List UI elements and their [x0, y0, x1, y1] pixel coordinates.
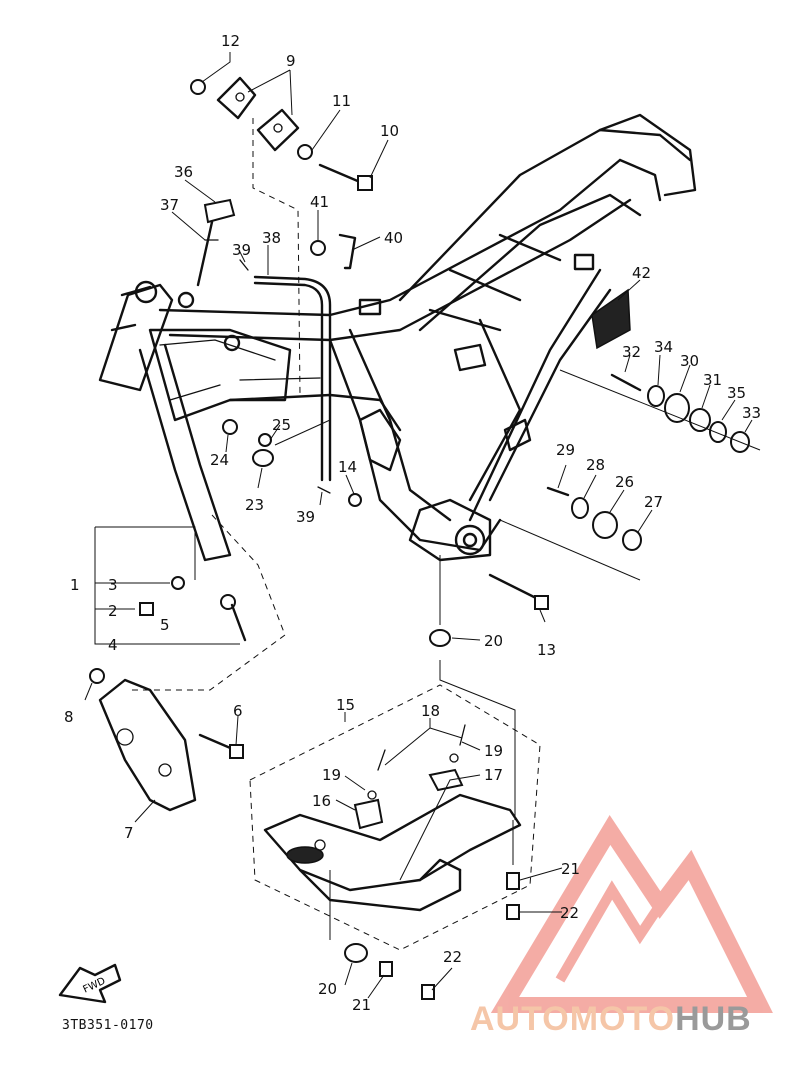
grommet-20	[429, 629, 451, 647]
part-label-42: 42	[632, 264, 651, 282]
part-label-21-lower: 21	[352, 996, 371, 1014]
part-label-29: 29	[556, 441, 575, 459]
pivot-bolt	[488, 573, 549, 610]
part-label-10: 10	[380, 122, 399, 140]
part-label-28: 28	[586, 456, 605, 474]
leader-lines	[84, 52, 753, 999]
part-label-14: 14	[338, 458, 357, 476]
part-label-15: 15	[336, 696, 355, 714]
part-label-23: 23	[245, 496, 264, 514]
part-label-19-left: 19	[322, 766, 341, 784]
main-frame	[98, 113, 697, 562]
part-label-20-upper: 20	[484, 632, 503, 650]
part-label-39-upper: 39	[232, 241, 251, 259]
part-label-3: 3	[108, 576, 118, 594]
lower-crossmember	[249, 684, 541, 951]
part-label-35: 35	[727, 384, 746, 402]
part-label-37: 37	[160, 196, 179, 214]
watermark-logo	[490, 815, 773, 1013]
part-label-34: 34	[654, 338, 673, 356]
part-label-32: 32	[622, 343, 641, 361]
part-label-31: 31	[703, 371, 722, 389]
part-label-13: 13	[537, 641, 556, 659]
clamp-set	[222, 419, 331, 467]
part-label-20-lower: 20	[318, 980, 337, 998]
watermark-part1: AUTOMOTO	[470, 1000, 676, 1038]
part-label-11: 11	[332, 92, 351, 110]
part-label-38: 38	[262, 229, 281, 247]
part-label-7: 7	[124, 824, 134, 842]
diagram-code: 3TB351-0170	[62, 1018, 154, 1033]
engine-guard-plate	[89, 668, 244, 812]
part-label-5: 5	[160, 616, 170, 634]
part-label-17: 17	[484, 766, 503, 784]
tank-cap-assembly	[196, 198, 236, 287]
crossmember-bolts	[329, 820, 520, 1000]
part-label-22-right: 22	[560, 904, 579, 922]
part-label-36: 36	[174, 163, 193, 181]
part-label-9: 9	[286, 52, 296, 70]
part-label-2: 2	[108, 602, 118, 620]
part-label-30: 30	[680, 352, 699, 370]
part-label-22-lower: 22	[443, 948, 462, 966]
part-label-21-right: 21	[561, 860, 580, 878]
front-engine-mount-set	[94, 514, 286, 691]
part-label-40: 40	[384, 229, 403, 247]
part-label-16: 16	[312, 792, 331, 810]
watermark-part2: HUB	[675, 1000, 752, 1038]
part-label-27: 27	[644, 493, 663, 511]
rear-engine-mount-hardware	[559, 369, 761, 453]
fwd-arrow: FWD	[58, 963, 122, 1004]
part-label-33: 33	[742, 404, 761, 422]
breather-hose	[239, 259, 332, 494]
engine-mount-brackets	[190, 76, 373, 396]
part-label-8: 8	[64, 708, 74, 726]
part-label-19-right: 19	[484, 742, 503, 760]
part-label-4: 4	[108, 636, 118, 654]
part-label-18: 18	[421, 702, 440, 720]
part-label-1: 1	[70, 576, 80, 594]
part-label-6: 6	[233, 702, 243, 720]
part-label-24: 24	[210, 451, 229, 469]
part-label-25: 25	[272, 416, 291, 434]
id-plate	[591, 288, 631, 350]
watermark-text: AUTOMOTOHUB	[470, 1000, 752, 1039]
nut-14	[348, 493, 362, 507]
part-label-41: 41	[310, 193, 329, 211]
part-labels: 12 9 11 10 36 37 41 40 39 38 42 32 34 30…	[64, 32, 761, 1014]
part-label-39-lower: 39	[296, 508, 315, 526]
cable-clip	[310, 233, 357, 270]
part-label-12: 12	[221, 32, 240, 50]
part-label-26: 26	[615, 473, 634, 491]
swingarm-mount-hardware	[499, 486, 642, 581]
fwd-label: FWD	[81, 976, 107, 996]
